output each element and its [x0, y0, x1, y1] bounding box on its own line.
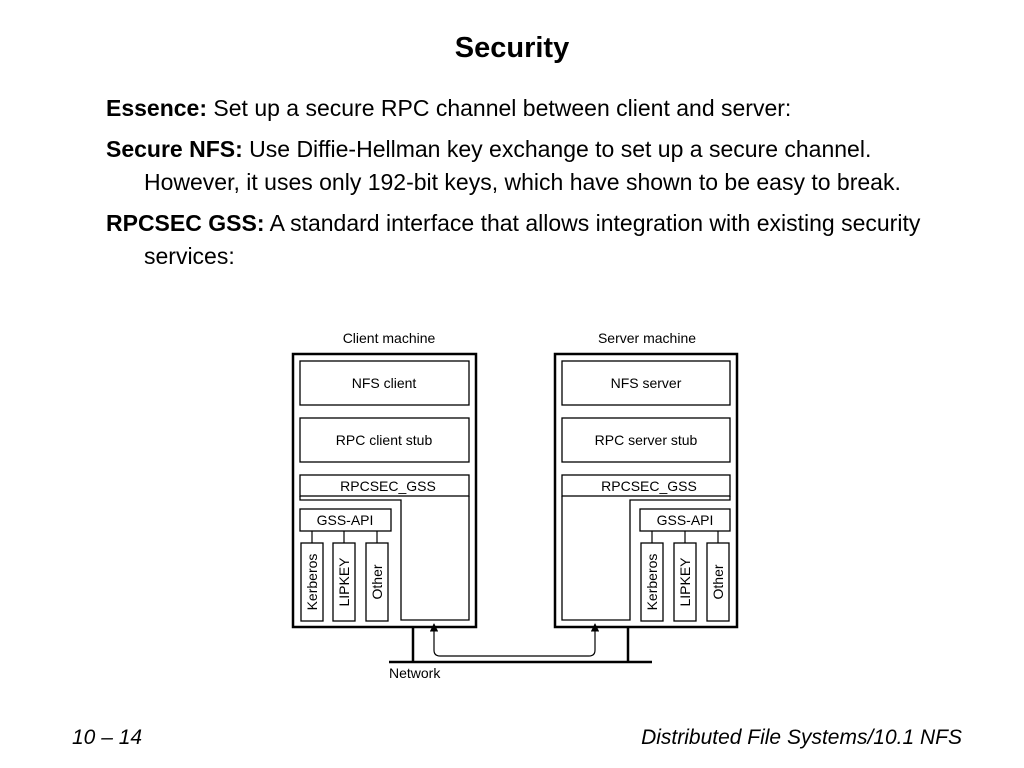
- rpc-client-stub-box: [299, 417, 470, 463]
- client-lipkey-box: [332, 542, 356, 622]
- server-machine-box: [553, 352, 739, 629]
- client-kerberos-label: Kerberos: [304, 554, 320, 611]
- server-gss-api-label: GSS-API: [657, 512, 714, 528]
- rpc-client-stub-label: RPC client stub: [336, 432, 433, 448]
- bullet-text: Use Diffie-Hellman key exchange to set u…: [144, 136, 901, 195]
- client-kerberos-box: [300, 542, 324, 622]
- footer-section-title: Distributed File Systems/10.1 NFS: [641, 726, 962, 749]
- bullet-term: RPCSEC GSS:: [106, 210, 265, 236]
- client-machine-box: [291, 352, 478, 629]
- client-gss-api-label: GSS-API: [317, 512, 374, 528]
- client-rpcsec-gss-label: RPCSEC_GSS: [340, 478, 436, 494]
- page-number: 10 – 14: [72, 726, 143, 749]
- server-lipkey-box: [673, 542, 697, 622]
- server-rpcsec-gss-region: [561, 496, 731, 621]
- server-other-label: Other: [710, 564, 726, 599]
- server-other-box: [706, 542, 730, 622]
- client-machine-caption: Client machine: [343, 330, 436, 346]
- client-rpcsec-gss-bar: [299, 474, 470, 497]
- bullet-essence: Essence: Set up a secure RPC channel bet…: [106, 92, 966, 125]
- nfs-server-label: NFS server: [611, 375, 682, 391]
- client-other-label: Other: [369, 564, 385, 599]
- nfs-client-box: [299, 360, 470, 406]
- bullet-text: A standard interface that allows integra…: [144, 210, 921, 269]
- server-lipkey-label: LIPKEY: [677, 557, 693, 607]
- client-other-box: [365, 542, 389, 622]
- nfs-server-box: [561, 360, 731, 406]
- server-kerberos-box: [640, 542, 664, 622]
- bullet-list: Essence: Set up a secure RPC channel bet…: [106, 92, 966, 281]
- slide-title: Security: [454, 32, 570, 64]
- rpc-server-stub-label: RPC server stub: [595, 432, 698, 448]
- server-rpcsec-gss-bar: [561, 474, 731, 497]
- client-gss-api-box: [299, 508, 392, 532]
- bullet-secure-nfs: Secure NFS: Use Diffie-Hellman key excha…: [106, 133, 966, 199]
- client-rpcsec-gss-region: [299, 496, 470, 621]
- server-kerberos-label: Kerberos: [644, 554, 660, 611]
- secure-channel-arrow: [429, 623, 600, 657]
- network-label: Network: [389, 665, 441, 681]
- rpc-server-stub-box: [561, 417, 731, 463]
- nfs-client-label: NFS client: [352, 375, 417, 391]
- server-machine-caption: Server machine: [598, 330, 696, 346]
- server-rpcsec-gss-label: RPCSEC_GSS: [601, 478, 697, 494]
- bullet-term: Secure NFS:: [106, 136, 243, 162]
- bullet-term: Essence:: [106, 95, 208, 121]
- client-lipkey-label: LIPKEY: [336, 557, 352, 607]
- bullet-rpcsec-gss: RPCSEC GSS: A standard interface that al…: [106, 207, 966, 273]
- bullet-text: Set up a secure RPC channel between clie…: [213, 95, 792, 121]
